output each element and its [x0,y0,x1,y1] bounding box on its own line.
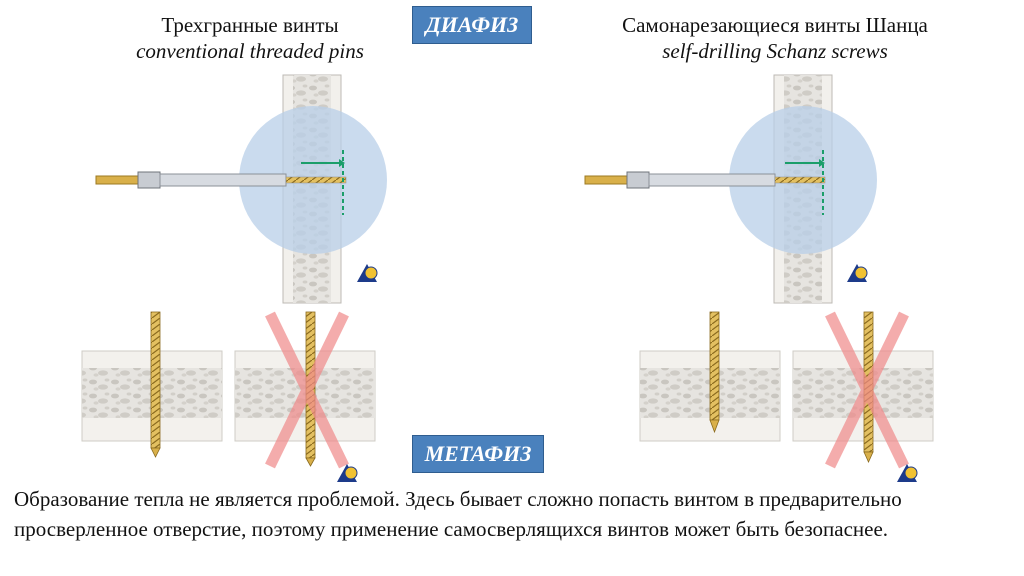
pin-sleeve-right [648,173,776,187]
pin-sleeve-left [159,173,287,187]
threaded-pin-1 [150,311,161,449]
globe-triangle-icon [337,464,358,482]
pin-thread-right [774,176,826,184]
title-left: Трехгранные винты conventional threaded … [60,12,440,64]
diaphysis-right-illustration [584,74,877,304]
badge-metaphysis: МЕТАФИЗ [412,435,544,473]
badge-diaphysis: ДИАФИЗ [412,6,532,44]
diaphysis-left-illustration [95,74,387,304]
pin-nut-left [137,171,161,189]
pin-nut-right [626,171,650,189]
cross-mark-right [825,311,909,469]
title-left-english: conventional threaded pins [136,39,364,63]
cross-mark-left [265,311,349,469]
metaphysis-right-bad [792,311,934,482]
pin-tip-left [95,175,139,185]
globe-triangle-icon [897,464,918,482]
schanz-screw-1 [709,311,720,421]
pin-thread-left [285,176,347,184]
caption-text: Образование тепла не является проблемой.… [14,487,902,541]
metaphysis-right-good [639,311,781,442]
title-left-russian: Трехгранные винты [161,13,339,37]
globe-triangle-icon [847,264,868,282]
title-right-russian: Самонарезающиеся винты Шанца [622,13,928,37]
title-right-english: self-drilling Schanz screws [662,39,888,63]
metaphysis-left-bad [234,311,376,482]
pin-tip-right [584,175,628,185]
metaphysis-left-good [81,311,223,458]
globe-triangle-icon [357,264,378,282]
title-right: Самонарезающиеся винты Шанца self-drilli… [560,12,990,64]
